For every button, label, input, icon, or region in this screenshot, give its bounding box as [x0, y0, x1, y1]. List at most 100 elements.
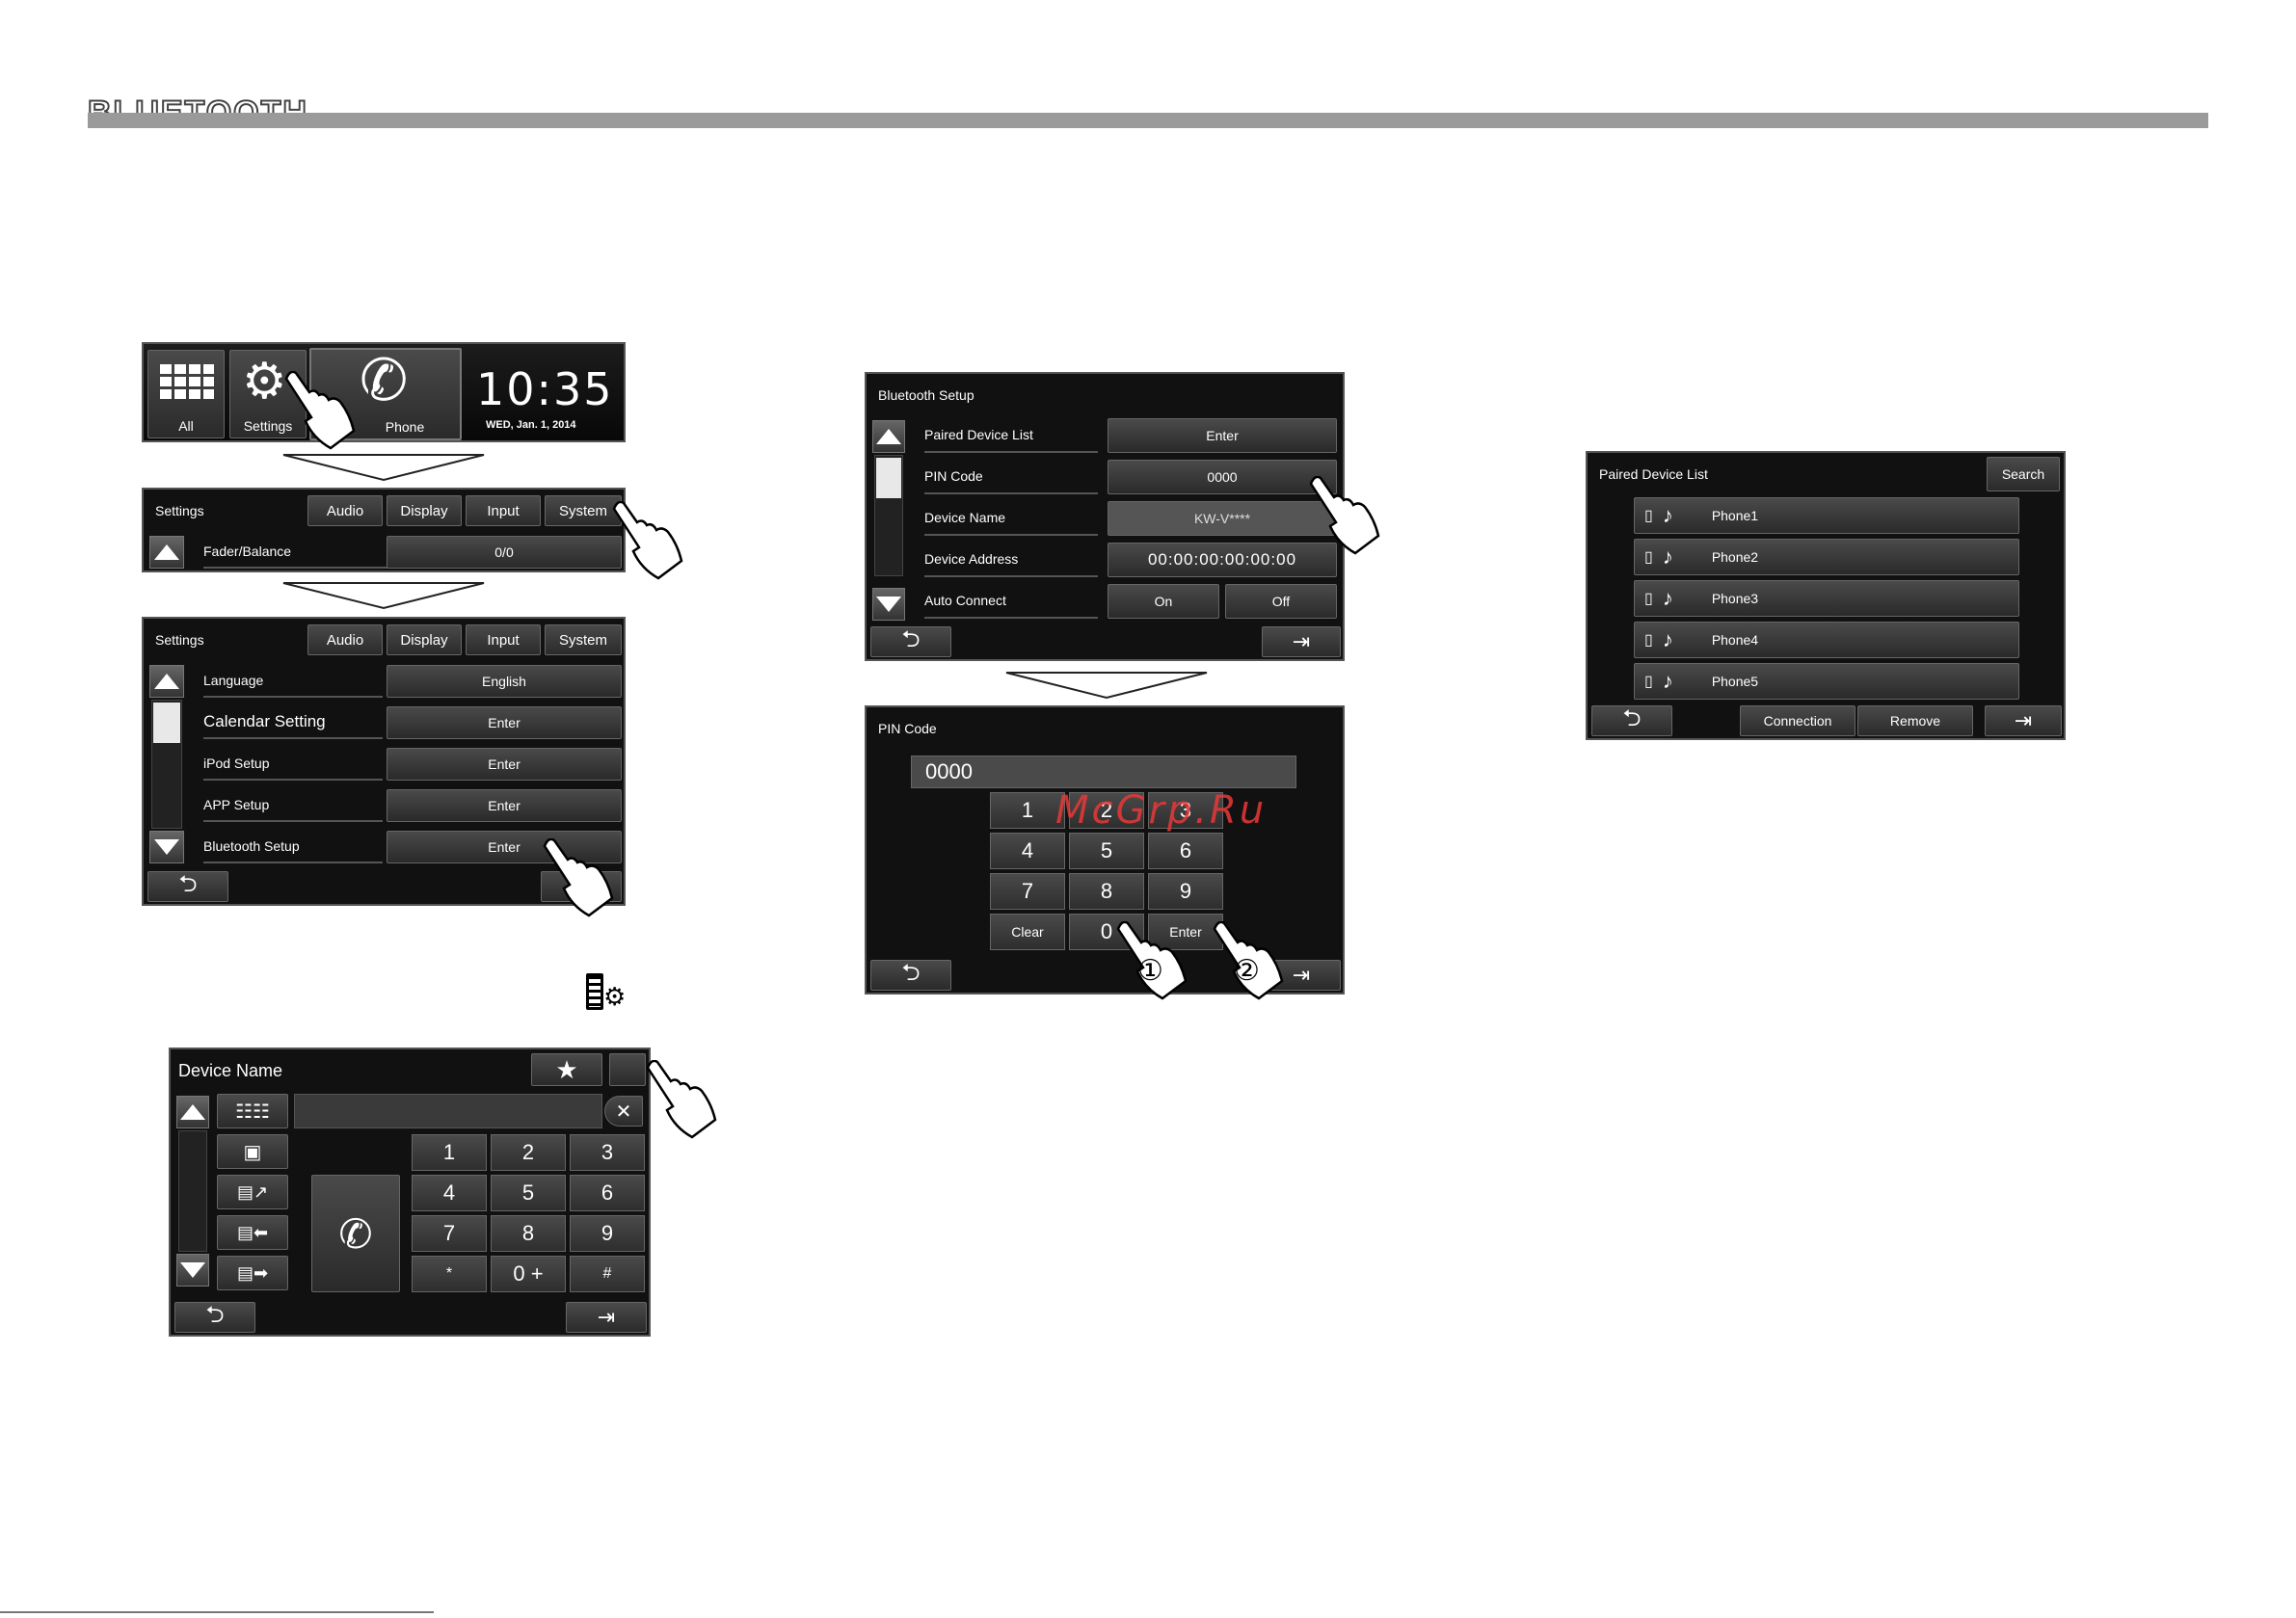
- tab-display[interactable]: Display: [387, 624, 462, 655]
- back-button[interactable]: ⮌: [870, 626, 951, 657]
- settings-label: Settings: [243, 418, 293, 434]
- phone-settings-button[interactable]: [609, 1053, 646, 1086]
- list-icon: ☷☷: [235, 1101, 270, 1123]
- contacts-button[interactable]: ▣: [217, 1134, 288, 1169]
- favorite-button[interactable]: ★: [531, 1053, 602, 1086]
- key-7[interactable]: 7: [990, 873, 1065, 910]
- key-6[interactable]: 6: [570, 1175, 645, 1211]
- hand-pointer-icon: [1116, 921, 1188, 1000]
- scrollbar[interactable]: [151, 700, 182, 829]
- key-8[interactable]: 8: [1069, 873, 1144, 910]
- dialed-calls-button[interactable]: ▤➡: [217, 1256, 288, 1290]
- key-2[interactable]: 2: [491, 1134, 566, 1171]
- scrollbar[interactable]: [874, 455, 903, 576]
- device-row-phone1[interactable]: ▯♪ Phone1: [1634, 497, 2019, 534]
- hand-pointer-icon: [1213, 921, 1284, 1000]
- key-1[interactable]: 1: [990, 792, 1065, 829]
- enter-key[interactable]: Enter: [1148, 914, 1223, 950]
- received-calls-button[interactable]: ▤⬅: [217, 1215, 288, 1250]
- pin-code-button[interactable]: 0000: [1108, 460, 1337, 494]
- music-icon: ♪: [1662, 544, 1673, 569]
- scroll-down-button[interactable]: [149, 831, 184, 863]
- hand-pointer-icon: [543, 838, 614, 917]
- scroll-up-button[interactable]: [872, 420, 905, 453]
- number-input[interactable]: [294, 1094, 602, 1128]
- clear-key[interactable]: Clear: [990, 914, 1065, 950]
- device-row-phone4[interactable]: ▯♪ Phone4: [1634, 622, 2019, 658]
- tab-system[interactable]: System: [545, 624, 622, 655]
- key-6[interactable]: 6: [1148, 833, 1223, 869]
- back-button[interactable]: ⮌: [174, 1302, 255, 1333]
- device-row-phone3[interactable]: ▯♪ Phone3: [1634, 580, 2019, 617]
- key-5[interactable]: 5: [1069, 833, 1144, 869]
- music-icon: ♪: [1662, 627, 1673, 651]
- tab-audio[interactable]: Audio: [307, 495, 383, 526]
- phone-icon: ▯: [1644, 591, 1653, 607]
- scroll-down-button[interactable]: [176, 1254, 209, 1286]
- phone-dial-screen: Device Name ★ ☷☷ ▣ ▤↗ ▤⬅ ▤➡ ✕ ✆ 1 2 3 4 …: [169, 1048, 651, 1337]
- call-button[interactable]: ✆: [311, 1175, 400, 1292]
- exit-button[interactable]: ⇥: [1985, 705, 2062, 736]
- language-button[interactable]: English: [387, 665, 622, 698]
- key-0[interactable]: 0 +: [491, 1256, 566, 1292]
- hand-pointer-icon: [284, 371, 356, 450]
- key-2[interactable]: 2: [1069, 792, 1144, 829]
- device-row-phone5[interactable]: ▯♪ Phone5: [1634, 663, 2019, 700]
- back-button[interactable]: ⮌: [870, 960, 951, 991]
- bluetooth-setup-button[interactable]: Enter: [387, 831, 622, 863]
- screen-title: Paired Device List: [1599, 466, 1708, 482]
- hand-pointer-icon: [612, 501, 683, 580]
- key-9[interactable]: 9: [570, 1215, 645, 1252]
- connection-button[interactable]: Connection: [1740, 705, 1855, 736]
- paired-device-list-button[interactable]: Enter: [1108, 418, 1337, 453]
- key-8[interactable]: 8: [491, 1215, 566, 1252]
- remove-button[interactable]: Remove: [1857, 705, 1973, 736]
- pin-input[interactable]: 0000: [911, 756, 1296, 788]
- key-3[interactable]: 3: [1148, 792, 1223, 829]
- exit-button[interactable]: ⇥: [566, 1302, 647, 1333]
- scroll-up-button[interactable]: [149, 536, 184, 569]
- tab-display[interactable]: Display: [387, 495, 462, 526]
- key-7[interactable]: 7: [412, 1215, 487, 1252]
- auto-connect-on-button[interactable]: On: [1108, 584, 1219, 619]
- ipod-setup-button[interactable]: Enter: [387, 748, 622, 781]
- key-hash[interactable]: #: [570, 1256, 645, 1292]
- backspace-button[interactable]: ✕: [604, 1096, 643, 1127]
- call-icon: ✆: [338, 1210, 373, 1257]
- calendar-setting-button[interactable]: Enter: [387, 706, 622, 739]
- missed-calls-button[interactable]: ▤↗: [217, 1175, 288, 1209]
- scroll-up-button[interactable]: [176, 1096, 209, 1128]
- auto-connect-off-button[interactable]: Off: [1225, 584, 1337, 619]
- phone-icon: ▯: [1644, 508, 1653, 524]
- key-4[interactable]: 4: [412, 1175, 487, 1211]
- key-star[interactable]: *: [412, 1256, 487, 1292]
- key-5[interactable]: 5: [491, 1175, 566, 1211]
- scroll-down-button[interactable]: [872, 588, 905, 621]
- all-button[interactable]: All: [147, 350, 225, 438]
- key-3[interactable]: 3: [570, 1134, 645, 1171]
- scrollbar[interactable]: [178, 1130, 207, 1252]
- back-button[interactable]: ⮌: [1591, 705, 1672, 736]
- gear-icon: ⚙: [242, 354, 287, 410]
- date: WED, Jan. 1, 2014: [486, 419, 576, 431]
- scroll-thumb[interactable]: [876, 458, 901, 498]
- screen-title: PIN Code: [878, 721, 937, 736]
- device-row-phone2[interactable]: ▯♪ Phone2: [1634, 539, 2019, 575]
- settings-button[interactable]: ⚙ Settings: [229, 350, 307, 438]
- back-button[interactable]: ⮌: [147, 871, 228, 902]
- scroll-thumb[interactable]: [153, 703, 180, 743]
- screen-title: Bluetooth Setup: [878, 387, 974, 403]
- app-setup-button[interactable]: Enter: [387, 789, 622, 822]
- key-9[interactable]: 9: [1148, 873, 1223, 910]
- device-name: Phone4: [1711, 632, 1759, 648]
- tab-input[interactable]: Input: [466, 495, 541, 526]
- search-button[interactable]: Search: [1987, 457, 2060, 491]
- tab-audio[interactable]: Audio: [307, 624, 383, 655]
- key-1[interactable]: 1: [412, 1134, 487, 1171]
- exit-button[interactable]: ⇥: [1262, 626, 1341, 657]
- tab-input[interactable]: Input: [466, 624, 541, 655]
- fader-balance-value[interactable]: 0/0: [387, 536, 622, 569]
- phonebook-button[interactable]: ☷☷: [217, 1094, 288, 1128]
- scroll-up-button[interactable]: [149, 665, 184, 698]
- key-4[interactable]: 4: [990, 833, 1065, 869]
